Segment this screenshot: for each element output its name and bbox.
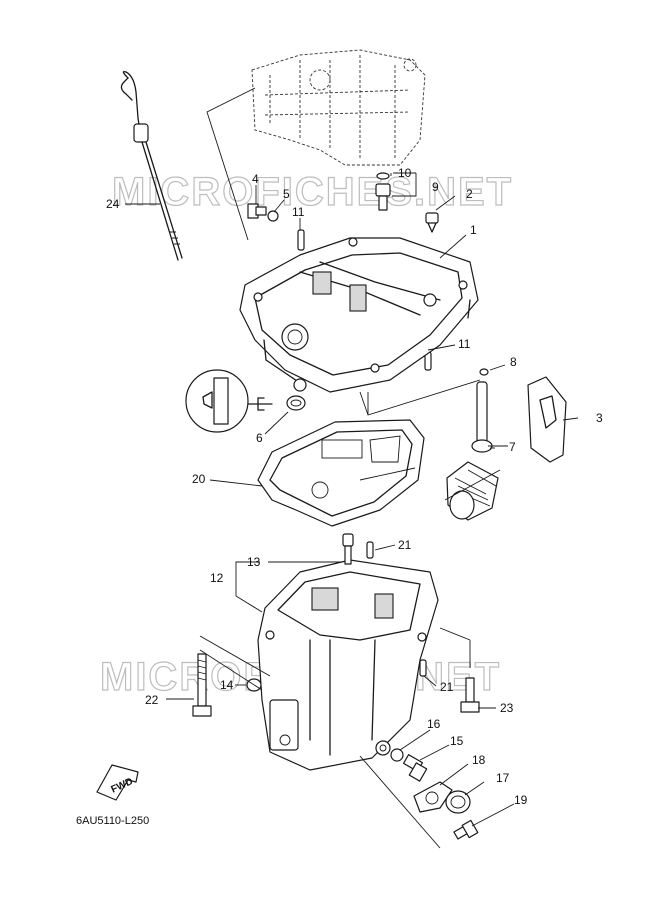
callout-11-lower: 11 [458, 337, 471, 351]
oil-strainer-7 [446, 381, 499, 521]
washer-5 [267, 210, 279, 222]
dipstick-guide-line [206, 87, 256, 241]
o-ring-8 [479, 368, 489, 376]
callout-labels: 1 2 3 4 5 6 7 8 9 10 11 11 12 13 14 15 1… [106, 166, 603, 807]
callout-24: 24 [106, 197, 120, 211]
callout-18: 18 [472, 753, 486, 767]
callout-20: 20 [192, 472, 206, 486]
engine-block-outline [251, 49, 426, 166]
callout-12: 12 [210, 571, 224, 585]
screw-19 [453, 819, 479, 840]
dowel-pin-21-lower [419, 659, 427, 677]
leader-lines [125, 172, 579, 849]
bolt-4 [247, 203, 267, 219]
callout-22: 22 [145, 693, 159, 707]
callout-1: 1 [470, 223, 477, 237]
plug-2 [425, 212, 439, 233]
watermark-top: MICROFICHES.NET [112, 170, 513, 214]
callout-11-upper: 11 [292, 205, 305, 219]
cover-plate-3 [527, 376, 567, 463]
callout-3: 3 [596, 411, 603, 425]
callout-10: 10 [398, 166, 412, 180]
plug-17 [445, 790, 471, 814]
oil-seal-6 [286, 395, 306, 411]
dipstick [120, 70, 183, 261]
callout-21-lower: 21 [440, 680, 454, 694]
callout-7: 7 [509, 440, 516, 454]
gasket-18 [413, 781, 453, 813]
callout-4: 4 [252, 172, 259, 186]
callout-16: 16 [427, 717, 441, 731]
callout-13: 13 [247, 555, 261, 569]
dowel-pin-21-upper [366, 541, 374, 559]
diagram-code: 6AU5110-L250 [76, 815, 149, 827]
fwd-arrow-icon: FWD [96, 764, 139, 801]
callout-2: 2 [466, 187, 473, 201]
gasket-16 [390, 748, 404, 762]
callout-6: 6 [256, 431, 263, 445]
long-bolt-22 [192, 653, 212, 717]
callout-14: 14 [220, 678, 234, 692]
callout-23: 23 [500, 701, 514, 715]
union-fitting-13 [342, 533, 354, 565]
oil-pan-lower [257, 559, 439, 771]
bolt-23 [460, 677, 480, 713]
gasket-20 [257, 419, 425, 527]
callout-15: 15 [450, 734, 464, 748]
callout-8: 8 [510, 355, 517, 369]
callout-9: 9 [432, 180, 439, 194]
callout-19: 19 [514, 793, 528, 807]
callout-5: 5 [283, 187, 290, 201]
union-fitting-9 [375, 172, 391, 211]
oil-seal-detail-inset [185, 369, 273, 433]
oil-pan-upper-plate [239, 237, 479, 393]
callout-21-upper: 21 [398, 538, 412, 552]
drain-bolt-15 [402, 754, 428, 782]
callout-17: 17 [496, 771, 510, 785]
dowel-pin-11-upper [297, 229, 305, 251]
